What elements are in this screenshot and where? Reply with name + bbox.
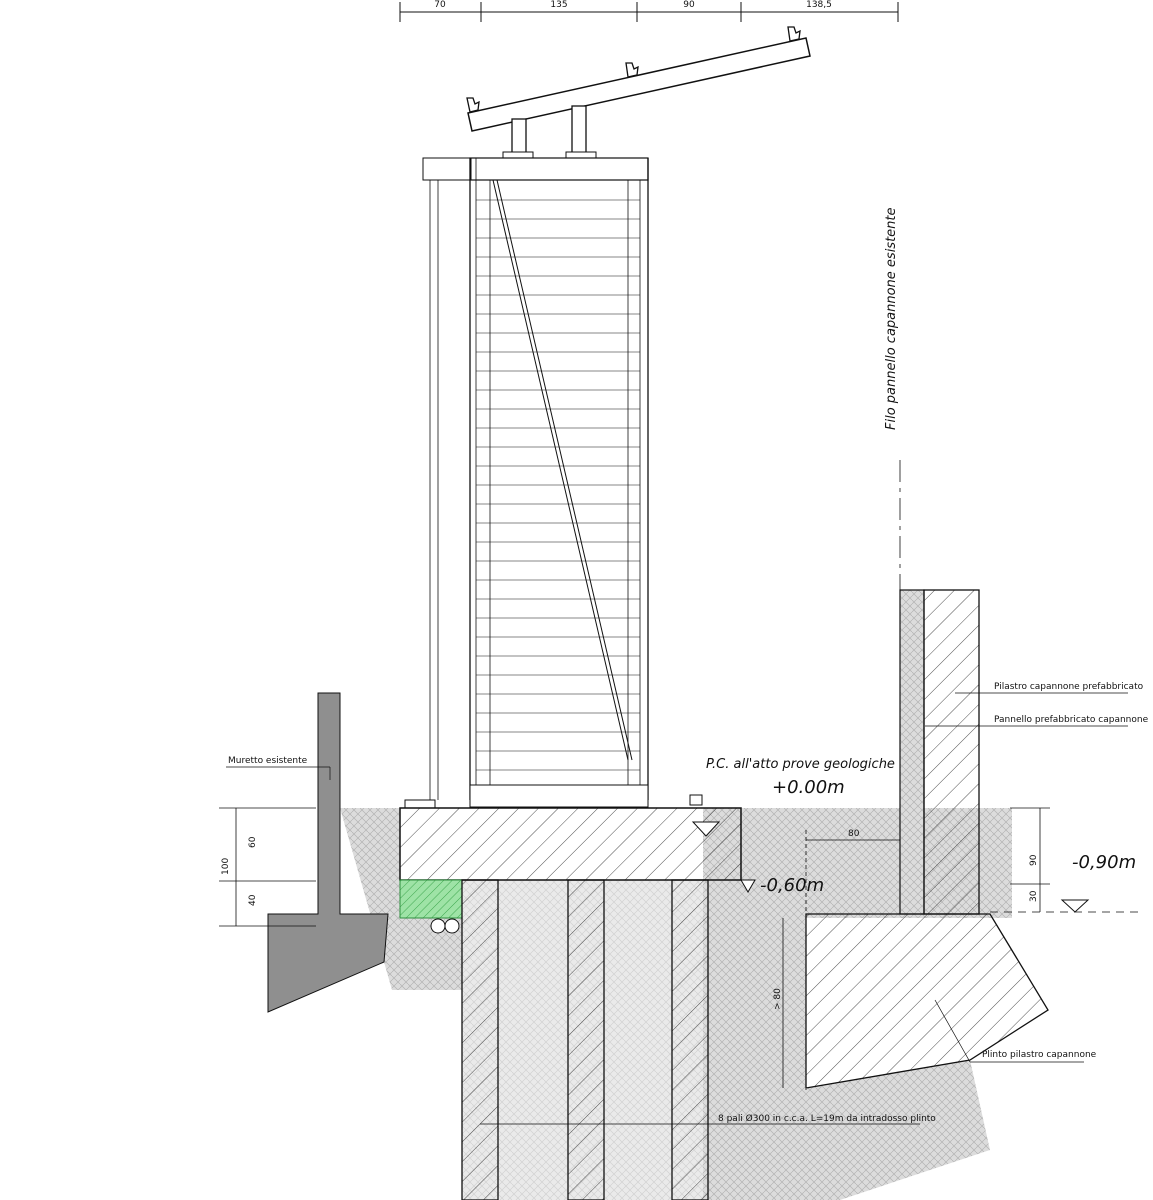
leader-labels: Muretto esistente Pilastro capannone pre…: [226, 682, 1149, 1125]
footing: [399, 807, 742, 934]
panel-line-label: Filo pannello capannone esistente: [884, 207, 901, 590]
existing-wall: [267, 692, 389, 1013]
top-dimension-chain: 70 135 90 138,5: [399, 0, 899, 22]
dim-footing-offset: 80: [848, 829, 860, 839]
level-existing: -0,90m: [1072, 852, 1136, 873]
dim-left-upper: 60: [248, 836, 258, 848]
dim-right-30: 30: [1029, 890, 1039, 902]
dim-left-total: 100: [221, 858, 231, 875]
dim-70: 70: [434, 0, 446, 10]
dim-left-lower: 40: [248, 894, 258, 906]
dim-90: 90: [683, 0, 695, 10]
level-markers: +0.00m P.C. all'atto prove geologiche -0…: [691, 757, 1140, 913]
tower-structure: [404, 157, 703, 809]
level-ground: +0.00m: [772, 777, 845, 798]
piles: [461, 879, 709, 1200]
existing-building: [805, 589, 1049, 1089]
pc-note: P.C. all'atto prove geologiche: [706, 757, 895, 772]
dim-135: 135: [550, 0, 567, 10]
label-pilastro: Pilastro capannone prefabbricato: [994, 682, 1144, 692]
label-muretto: Muretto esistente: [228, 756, 308, 766]
label-plinto: Plinto pilastro capannone: [982, 1050, 1097, 1060]
label-pali: 8 pali Ø300 in c.c.a. L=19m da intradoss…: [718, 1113, 936, 1124]
dim-right-90: 90: [1029, 854, 1039, 866]
solar-panel: [466, 26, 811, 159]
dimension-lines: 100 60 40 80 > 80 90 30: [219, 807, 1050, 1090]
level-footing: -0,60m: [760, 875, 824, 896]
dim-138-5: 138,5: [806, 0, 832, 10]
label-pannello: Pannello prefabbricato capannone: [994, 715, 1149, 725]
vertical-label: Filo pannello capannone esistente: [884, 207, 899, 430]
dim-pile: > 80: [773, 988, 783, 1010]
